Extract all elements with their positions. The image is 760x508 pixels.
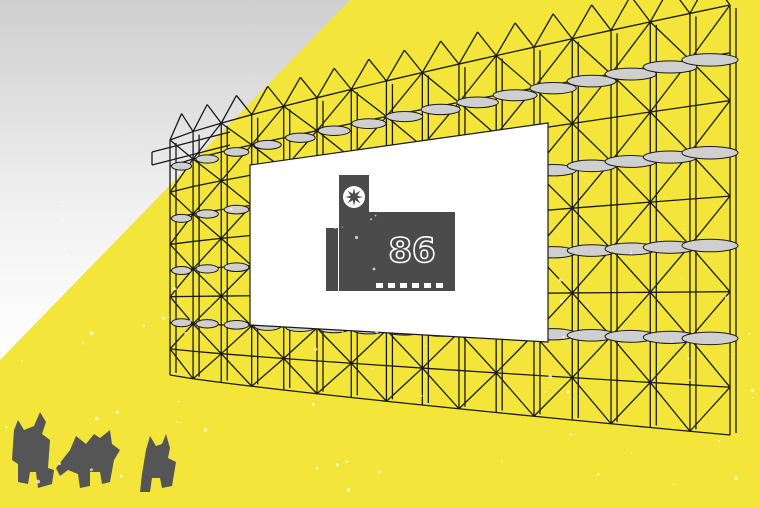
logo-block [369, 212, 455, 280]
cat-silhouette-right [140, 434, 176, 492]
logo-base [339, 280, 455, 291]
logo-left-bar [326, 228, 338, 291]
sky-wedge [0, 0, 350, 360]
dog-silhouette-middle [56, 430, 120, 488]
cinema-logo: 86 [326, 175, 455, 291]
dog-silhouette-left [12, 412, 54, 488]
logo-number: 86 [388, 231, 435, 271]
animal-silhouettes [12, 412, 176, 492]
sun-star-icon [343, 186, 365, 208]
texture-speckles [4, 205, 755, 492]
